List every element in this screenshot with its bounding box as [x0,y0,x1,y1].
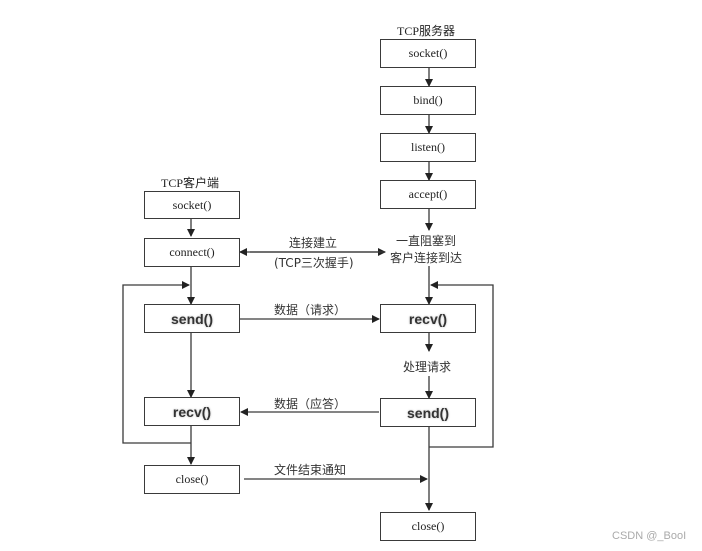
server-loop [429,281,494,448]
client-send-box: send() [144,304,240,333]
watermark: CSDN @_BooI [612,530,687,542]
client-recv-box: recv() [144,397,240,426]
server-block-note-line1: 一直阻塞到 [396,234,457,248]
client-loop [122,281,191,444]
handshake-label-line1: 连接建立 [289,236,338,250]
response-label: 数据（应答） [274,397,347,411]
server-socket-box: socket() [380,39,476,68]
server-bind-box: bind() [380,86,476,115]
server-send-box: send() [380,398,476,427]
server-process-note: 处理请求 [403,360,452,374]
client-close-box: close() [144,465,240,494]
client-connect-box: connect() [144,238,240,267]
server-accept-box: accept() [380,180,476,209]
server-close-box: close() [380,512,476,541]
handshake-label-line2: (TCP三次握手) [274,256,354,270]
request-label: 数据（请求） [274,303,347,317]
server-title: TCP服务器 [397,24,456,38]
server-recv-box: recv() [380,304,476,333]
server-block-note-line2: 客户连接到达 [390,251,463,265]
eof-label: 文件结束通知 [274,463,347,477]
server-listen-box: listen() [380,133,476,162]
client-socket-box: socket() [144,191,240,219]
client-title: TCP客户端 [161,176,220,190]
